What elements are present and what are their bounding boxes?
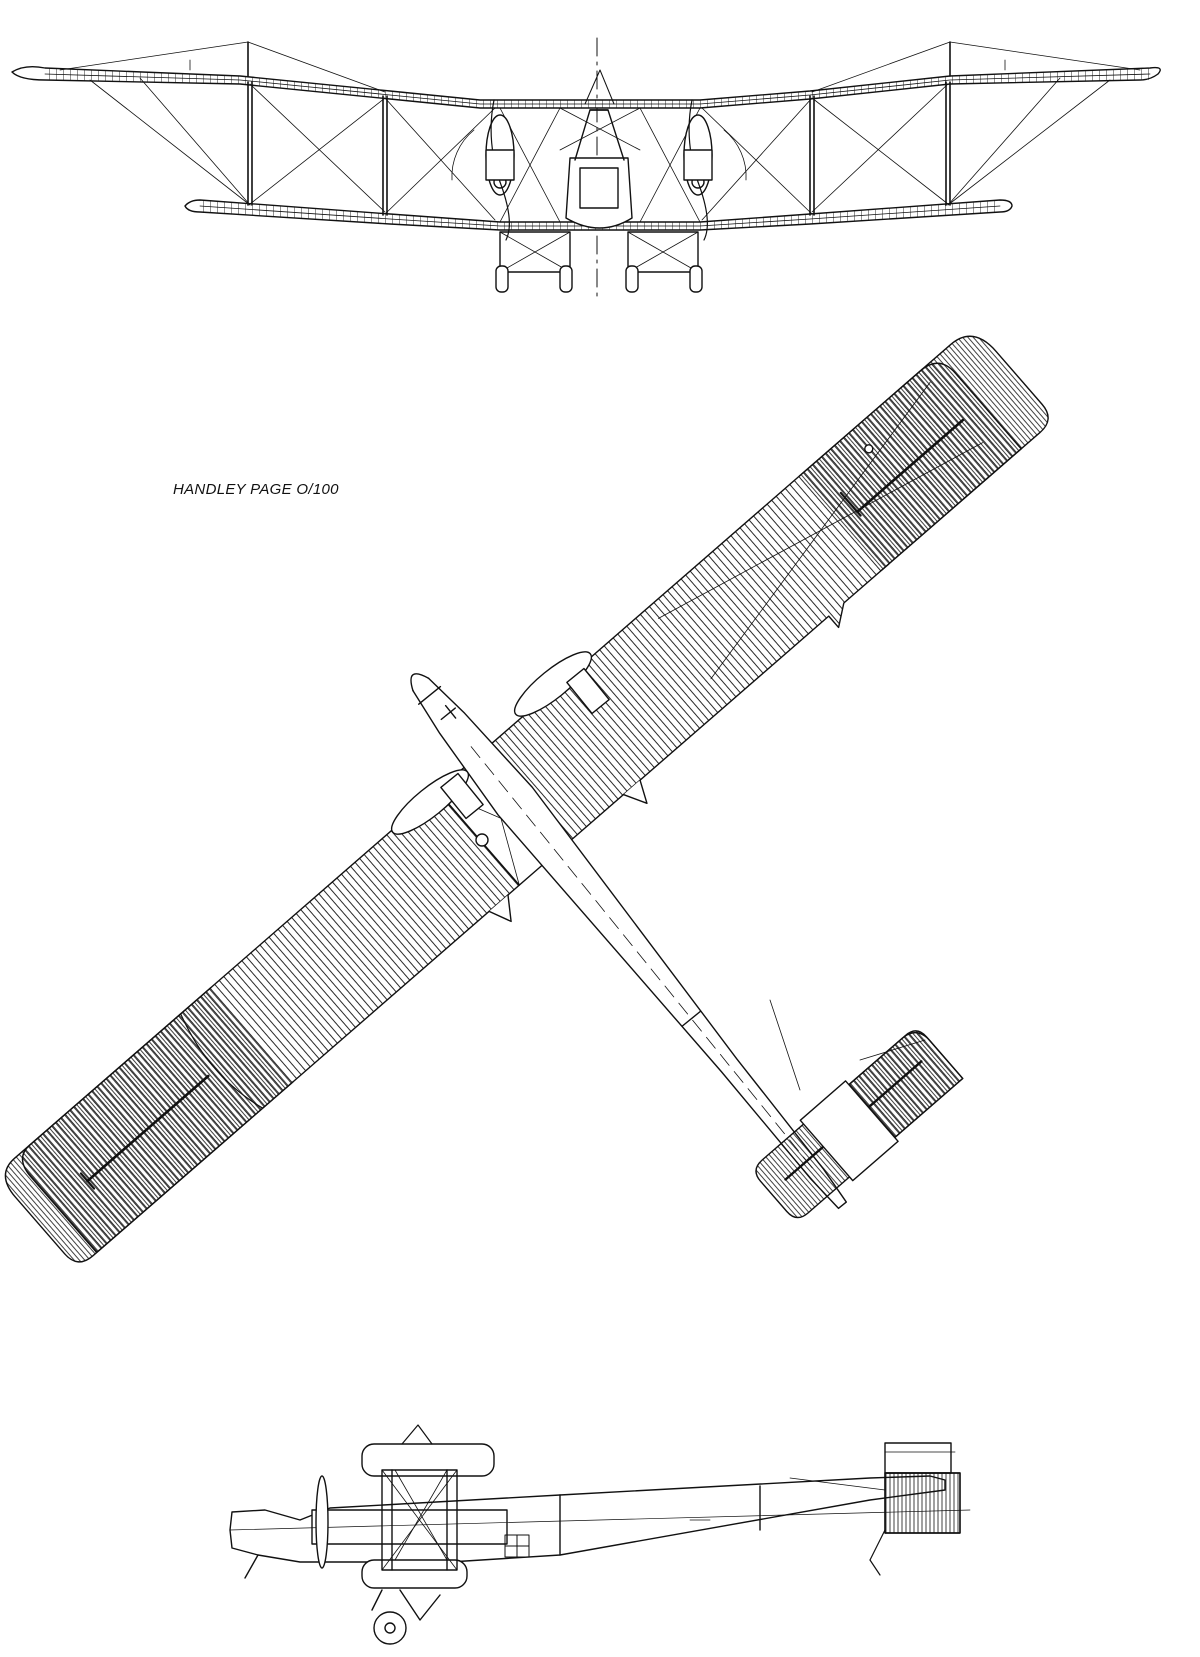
port-engine-front <box>451 99 515 241</box>
upper-wing-side <box>361 1443 495 1477</box>
upper-wing-front <box>11 65 1161 109</box>
tailplane-planform <box>755 1030 964 1219</box>
lower-wing-side <box>361 1559 468 1589</box>
interplane-struts <box>247 41 951 216</box>
undercarriage-front <box>495 231 703 293</box>
port-engine-plan <box>390 769 489 847</box>
propeller-side <box>315 1475 329 1569</box>
starboard-engine-front <box>683 99 747 241</box>
fuselage-front <box>565 69 633 229</box>
front-view <box>11 37 1161 301</box>
interplane-struts-side <box>381 1424 458 1571</box>
side-view <box>229 1424 971 1645</box>
tail-unit-side <box>789 1442 961 1576</box>
drawing-title: HANDLEY PAGE O/100 <box>173 481 339 498</box>
wing-planform <box>4 335 1049 1263</box>
fuselage-planform <box>410 673 848 1210</box>
starboard-engine-plan <box>513 651 610 717</box>
plan-view <box>4 335 1049 1263</box>
cockpit-windows <box>504 1534 530 1558</box>
fuselage-side <box>229 1475 971 1563</box>
bracing-wires <box>59 41 1141 223</box>
undercarriage-side <box>244 1554 441 1645</box>
